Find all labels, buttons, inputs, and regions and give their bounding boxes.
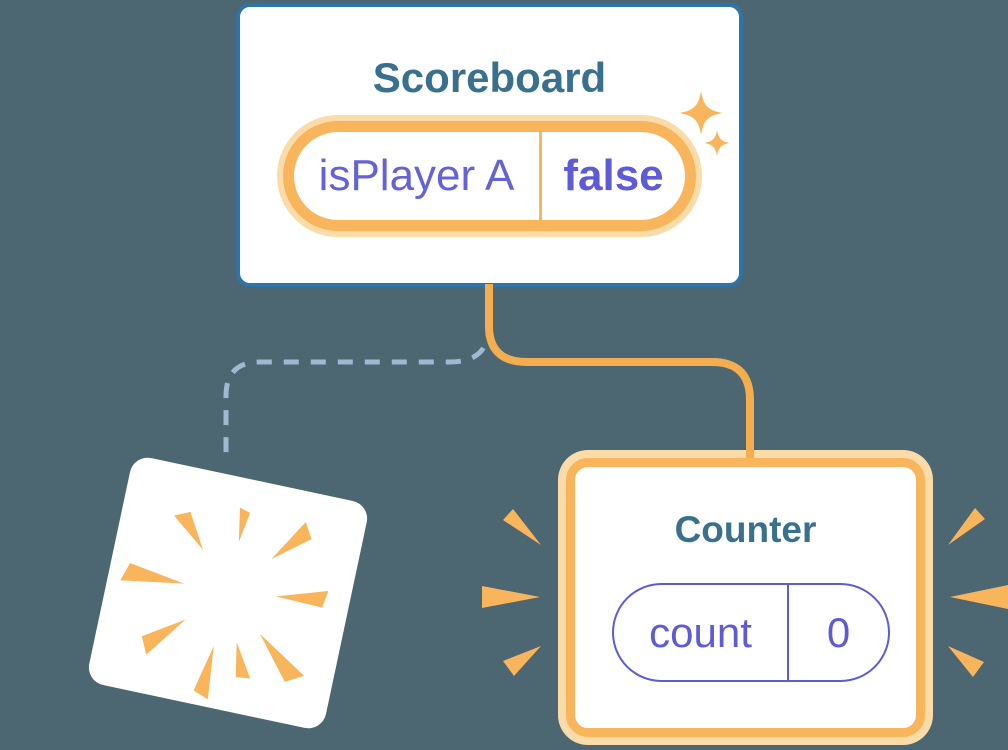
emphasis-lines-left-icon xyxy=(482,509,541,676)
poof-card xyxy=(88,457,368,729)
poof-card-body xyxy=(88,457,368,729)
scoreboard-state-pill-inner: isPlayer A false xyxy=(283,121,696,231)
poof-burst-icon xyxy=(120,507,329,700)
scoreboard-state-name: isPlayer A xyxy=(318,151,515,200)
scoreboard-state-pill: isPlayer A false xyxy=(277,115,702,237)
scoreboard-state-divider xyxy=(539,132,542,220)
counter-state-divider xyxy=(787,585,789,680)
solid-connector-line xyxy=(485,284,754,458)
scoreboard-component-card: Scoreboard isPlayer A false xyxy=(236,3,743,287)
counter-title: Counter xyxy=(674,509,817,550)
scoreboard-title: Scoreboard xyxy=(372,54,607,101)
counter-component-card: Counter count 0 xyxy=(566,458,925,737)
counter-state-pill: count 0 xyxy=(612,583,890,682)
counter-state-name: count xyxy=(649,608,752,656)
counter-state-value: 0 xyxy=(826,608,851,656)
emphasis-lines-right-icon xyxy=(948,508,1008,677)
scoreboard-state-value: false xyxy=(563,151,664,200)
dashed-connector-line xyxy=(223,295,492,456)
